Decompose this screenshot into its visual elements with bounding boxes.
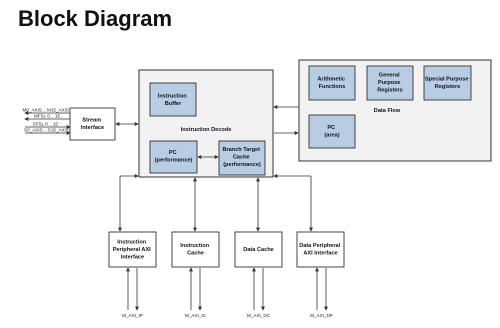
branch-target-cache-line: Cache bbox=[233, 155, 250, 161]
data-peripheral-axi-box bbox=[296, 231, 345, 268]
instruction-peripheral-axi-box bbox=[108, 231, 157, 268]
instruction-buffer-label: Instruction Buffer bbox=[158, 94, 188, 108]
general-purpose-registers-line: General bbox=[379, 73, 400, 79]
pc-performance-line: PC bbox=[169, 150, 177, 156]
special-purpose-registers-line: Special Purpose bbox=[425, 77, 469, 83]
mfsl-signal: MFSL 0 .. 15 bbox=[34, 114, 61, 119]
instruction-peripheral-axi-line: Instruction bbox=[117, 240, 146, 246]
m0-axis-signal: M0_AXIS .. M15_AXIS bbox=[23, 108, 69, 113]
data-peripheral-axi-line: AXI Interface bbox=[303, 251, 337, 257]
instruction-peripheral-axi-label: Instruction Peripheral AXI Interface bbox=[113, 240, 153, 261]
general-purpose-registers-label: General Purpose Registers bbox=[377, 73, 403, 94]
stream-interface-line: Stream bbox=[82, 118, 101, 124]
branch-target-cache-line: (performance) bbox=[223, 162, 261, 168]
instruction-cache-line: Cache bbox=[187, 251, 204, 257]
m-axi-ip-signal: M_AXI_IP bbox=[122, 313, 143, 318]
general-purpose-registers-box bbox=[366, 65, 414, 101]
page-title: Block Diagram bbox=[18, 6, 173, 31]
arithmetic-functions-line: Arithmetic bbox=[317, 77, 345, 83]
instruction-buffer-line: Buffer bbox=[165, 101, 182, 107]
data-flow-label: Data Flow bbox=[374, 108, 401, 114]
data-cache-label: Data Cache bbox=[243, 247, 273, 253]
branch-target-cache-label: Branch Target Cache (performance) bbox=[222, 147, 261, 168]
pc-performance-box bbox=[149, 140, 198, 174]
instruction-cache-label: Instruction Cache bbox=[180, 243, 210, 257]
special-purpose-registers-label: Special Purpose Registers bbox=[425, 77, 470, 91]
instruction-peripheral-axi-line: Peripheral AXI bbox=[113, 247, 151, 253]
stream-interface-box bbox=[69, 107, 116, 141]
instruction-cache-line: Instruction bbox=[180, 243, 209, 249]
pc-area-line: (area) bbox=[324, 133, 339, 139]
instruction-buffer-box bbox=[149, 82, 197, 117]
stream-interface-label: Stream Interface bbox=[81, 118, 104, 132]
m-axi-dp-signal: M_AXI_DP bbox=[310, 313, 333, 318]
pc-performance-line: (performance) bbox=[155, 158, 193, 164]
instruction-buffer-line: Instruction bbox=[158, 94, 187, 100]
m-axi-ic-signal: M_AXI_IC bbox=[185, 313, 207, 318]
branch-target-cache-box bbox=[218, 140, 266, 176]
data-peripheral-axi-line: Data Peripheral bbox=[299, 243, 340, 249]
m-axi-dc-signal: M_AXI_DC bbox=[247, 313, 271, 318]
pc-area-label: PC (area) bbox=[324, 125, 339, 139]
instruction-peripheral-axi-line: Interface bbox=[121, 255, 144, 261]
arithmetic-functions-line: Functions bbox=[319, 84, 346, 90]
stream-interface-line: Interface bbox=[81, 125, 104, 131]
s0-axis-signal: S0_AXIS .. S15_AXIS bbox=[24, 128, 69, 133]
pc-performance-label: PC (performance) bbox=[155, 150, 193, 164]
data-cache-box bbox=[234, 231, 283, 268]
general-purpose-registers-line: Registers bbox=[377, 88, 403, 94]
special-purpose-registers-box bbox=[423, 65, 472, 101]
general-purpose-registers-line: Purpose bbox=[378, 80, 400, 86]
instruction-cache-box bbox=[171, 231, 220, 268]
data-peripheral-axi-label: Data Peripheral AXI Interface bbox=[299, 243, 342, 257]
pc-area-line: PC bbox=[327, 125, 335, 131]
branch-target-cache-line: Branch Target bbox=[222, 147, 260, 153]
special-purpose-registers-line: Registers bbox=[435, 84, 461, 90]
arithmetic-functions-box bbox=[308, 65, 356, 101]
instruction-decode-label: Instruction Decode bbox=[181, 127, 232, 133]
arithmetic-functions-label: Arithmetic Functions bbox=[317, 77, 346, 91]
pc-area-box bbox=[308, 114, 356, 149]
sfsl-signal: SFSL 0 .. 15 bbox=[33, 122, 59, 127]
